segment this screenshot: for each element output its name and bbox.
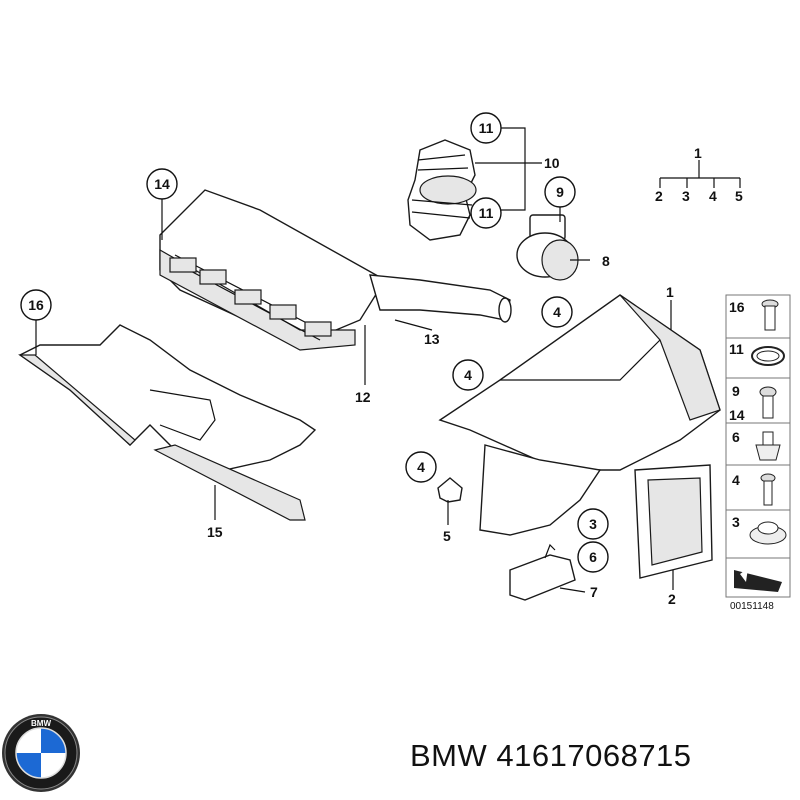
tree-child-label: 4 — [709, 188, 717, 204]
callout-13: 13 — [424, 331, 440, 347]
screw-icon — [760, 473, 776, 506]
part-number-caption: BMW 41617068715 — [410, 738, 692, 774]
legend-number: 6 — [732, 429, 740, 445]
cowl-panel-part — [18, 324, 317, 521]
svg-text:4: 4 — [417, 459, 425, 475]
tree-child-label: 2 — [655, 188, 663, 204]
legend-number: 3 — [732, 514, 740, 530]
grommet-icon — [749, 521, 787, 545]
callout-15: 15 — [207, 524, 223, 540]
callout-12: 12 — [355, 389, 371, 405]
grommet-icon — [755, 431, 781, 461]
callout-4-upper: 4 — [541, 296, 573, 328]
callout-11-bottom: 11 — [470, 197, 502, 229]
brand-name: BMW — [410, 738, 488, 773]
callout-7: 7 — [590, 584, 598, 600]
part-number: 41617068715 — [496, 738, 692, 773]
legend-number: 11 — [729, 341, 744, 357]
callout-4-lower: 4 — [405, 451, 437, 483]
callout-2: 2 — [668, 591, 676, 607]
pipe-part — [369, 274, 512, 323]
logo-text: BMW — [31, 719, 51, 728]
parts-legend: 16 11 9 14 6 4 3 — [725, 294, 791, 612]
hose-clamp-icon — [751, 346, 785, 366]
filter-housing-part — [438, 294, 721, 536]
callout-5: 5 — [443, 528, 451, 544]
legend-number: 16 — [729, 299, 745, 315]
callout-16: 16 — [20, 289, 52, 321]
callout-10: 10 — [544, 155, 560, 171]
bracket-part — [509, 543, 576, 601]
screw-icon — [759, 386, 777, 419]
svg-text:9: 9 — [556, 184, 564, 200]
intake-duct-part — [159, 189, 386, 351]
svg-text:3: 3 — [589, 516, 597, 532]
screw-icon — [761, 299, 779, 331]
svg-text:11: 11 — [479, 205, 494, 221]
callout-3: 3 — [577, 508, 609, 540]
filter-element-part — [634, 464, 713, 579]
svg-text:4: 4 — [553, 304, 561, 320]
tree-top-label: 1 — [694, 145, 702, 161]
svg-text:14: 14 — [154, 176, 170, 192]
callout-9: 9 — [544, 176, 576, 208]
callout-4-middle: 4 — [452, 359, 484, 391]
callout-14: 14 — [146, 168, 178, 200]
bellows-hose-part — [407, 139, 477, 241]
arrow-icon — [734, 568, 782, 592]
leader-lines — [35, 127, 741, 593]
bmw-logo: BMW — [2, 714, 80, 792]
tree-child-label: 5 — [735, 188, 743, 204]
svg-text:11: 11 — [479, 120, 494, 136]
svg-text:6: 6 — [589, 549, 597, 565]
callout-6: 6 — [577, 541, 609, 573]
callout-11-top: 11 — [470, 112, 502, 144]
air-mass-meter-part — [516, 214, 579, 281]
legend-number: 9 — [732, 383, 740, 399]
svg-text:16: 16 — [28, 297, 44, 313]
callout-1: 1 — [666, 284, 674, 300]
callout-8: 8 — [602, 253, 610, 269]
legend-code: 00151148 — [730, 601, 774, 612]
legend-number: 14 — [729, 407, 745, 423]
tree-child-label: 3 — [682, 188, 690, 204]
legend-number: 4 — [732, 472, 740, 488]
svg-text:4: 4 — [464, 367, 472, 383]
clip-part — [437, 477, 463, 503]
